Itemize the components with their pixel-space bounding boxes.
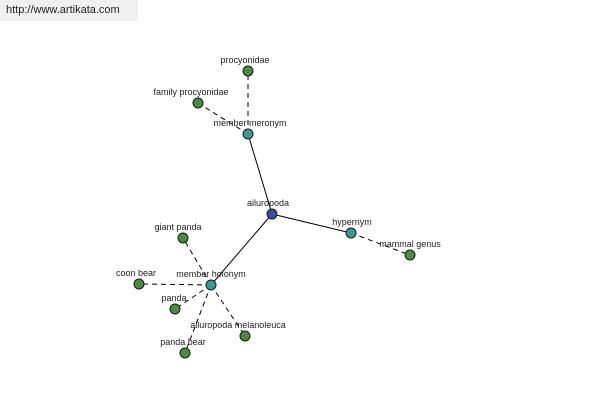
edge-hypernym-to-mammal-genus [350, 232, 411, 256]
edge-member-holonym-to-coon-bear [138, 283, 212, 286]
node-label-procyonidae: procyonidae [220, 55, 269, 65]
node-mammal-genus[interactable]: mammal genus [379, 239, 441, 261]
node-procyonidae[interactable]: procyonidae [220, 55, 270, 77]
edge-ailuropoda-to-member-holonym [210, 213, 273, 286]
node-label-ailuropoda: ailuropoda [247, 198, 289, 208]
node-panda-bear[interactable]: panda bear [160, 337, 206, 359]
node-dot-procyonidae[interactable] [242, 65, 254, 77]
node-family-procyonidae[interactable]: family procyonidae [153, 87, 229, 109]
node-ailuropoda[interactable]: ailuropoda [247, 198, 289, 220]
edge-member-holonym-to-giant-panda [182, 237, 212, 286]
node-label-mammal-genus: mammal genus [379, 239, 441, 249]
edge-ailuropoda-to-member-meronym [247, 133, 273, 215]
node-label-ailuropoda-melanoleuca: ailuropoda melanoleuca [190, 320, 286, 330]
edge-ailuropoda-to-hypernym [271, 213, 352, 234]
node-dot-mammal-genus[interactable] [404, 249, 416, 261]
node-dot-coon-bear[interactable] [133, 278, 145, 290]
source-url-banner[interactable]: http://www.artikata.com [0, 0, 138, 21]
node-dot-hypernym[interactable] [345, 227, 357, 239]
node-dot-ailuropoda[interactable] [266, 208, 278, 220]
node-panda[interactable]: panda [161, 293, 187, 315]
node-member-holonym[interactable]: member holonym [176, 269, 246, 291]
node-member-meronym[interactable]: member meronym [213, 118, 287, 140]
node-giant-panda[interactable]: giant panda [154, 222, 202, 244]
nodes-layer: ailuropoda member meronym hypernym member h… [116, 55, 441, 359]
node-label-coon-bear: coon bear [116, 268, 156, 278]
edge-member-holonym-to-ailuropoda-melanoleuca [210, 284, 246, 337]
node-dot-member-holonym[interactable] [205, 279, 217, 291]
node-hypernym[interactable]: hypernym [332, 217, 372, 239]
node-label-member-meronym: member meronym [213, 118, 286, 128]
node-label-panda: panda [161, 293, 186, 303]
node-coon-bear[interactable]: coon bear [116, 268, 156, 290]
node-label-member-holonym: member holonym [176, 269, 246, 279]
node-label-family-procyonidae: family procyonidae [153, 87, 228, 97]
edge-member-holonym-to-panda [174, 284, 212, 310]
node-label-giant-panda: giant panda [154, 222, 201, 232]
edge-member-holonym-to-panda-bear [184, 284, 212, 354]
edges-layer [138, 71, 411, 354]
node-label-hypernym: hypernym [332, 217, 372, 227]
edge-member-meronym-to-family-procyonidae [197, 102, 249, 135]
node-dot-giant-panda[interactable] [177, 232, 189, 244]
node-dot-ailuropoda-melanoleuca[interactable] [239, 330, 251, 342]
node-ailuropoda-melanoleuca[interactable]: ailuropoda melanoleuca [190, 320, 286, 342]
node-dot-panda[interactable] [169, 303, 181, 315]
node-dot-member-meronym[interactable] [242, 128, 254, 140]
node-label-panda-bear: panda bear [160, 337, 206, 347]
node-dot-panda-bear[interactable] [179, 347, 191, 359]
node-dot-family-procyonidae[interactable] [192, 97, 204, 109]
